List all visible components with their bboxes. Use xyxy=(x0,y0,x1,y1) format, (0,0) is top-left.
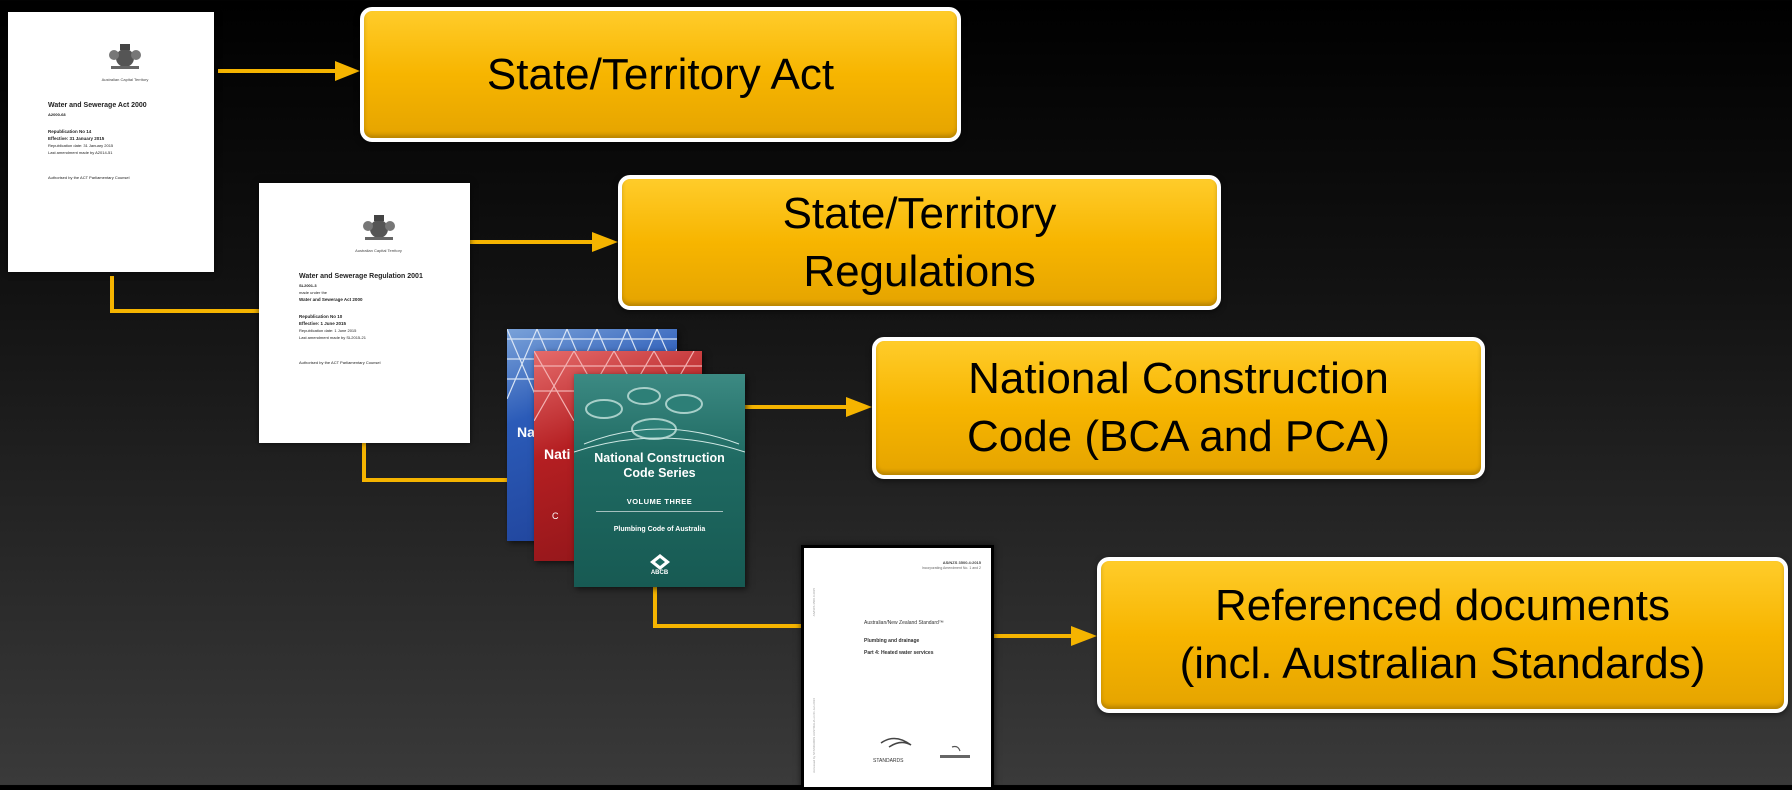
parent-act: Water and Sewerage Act 2000 xyxy=(299,297,363,302)
ncc-volume-three-cover: National Construction Code Series VOLUME… xyxy=(574,374,745,587)
standards-australia-logo-icon: STANDARDS xyxy=(873,737,912,764)
arrowhead-regulations xyxy=(592,232,618,252)
document-code: SL2001-3 xyxy=(299,283,317,288)
last-amendment: Last amendment made by SL2015-21 xyxy=(299,335,366,340)
document-code: A2000-68 xyxy=(48,112,66,117)
republication-date: Republication date: 1 June 2015 xyxy=(299,328,357,333)
crest-label: Australian Capital Territory xyxy=(355,248,402,253)
standard-document-thumbnail: AS/NZS 3500.4:2015 Accessed by STANDARDS… xyxy=(801,545,994,790)
state-territory-act-box: State/Territory Act xyxy=(360,7,961,142)
publisher-label: ABCB xyxy=(650,570,669,576)
coat-of-arms-icon xyxy=(299,213,458,246)
box-label: State/Territory Act xyxy=(486,49,835,99)
cover-divider xyxy=(596,511,723,512)
pipes-graphic xyxy=(574,387,745,453)
state-territory-regulations-box: State/Territory Regulations xyxy=(618,175,1221,310)
coat-of-arms-icon xyxy=(48,42,202,75)
side-text-access: Accessed by STANDARDS AUSTRALIA on 01 Ja… xyxy=(812,698,816,773)
standard-heading: Australian/New Zealand Standard™ xyxy=(864,620,944,626)
last-amendment: Last amendment made by A2014-51 xyxy=(48,150,113,155)
effective-date: Effective: 31 January 2015 xyxy=(48,136,105,141)
connector-ncc-to-standard xyxy=(653,587,801,628)
box-label-line1: State/Territory xyxy=(782,188,1057,238)
made-under: made under the xyxy=(299,290,328,295)
side-text: AS/NZS 3500.4:2015 xyxy=(812,588,816,617)
effective-date: Effective: 1 June 2015 xyxy=(299,321,347,326)
arrowhead-referenced xyxy=(1071,626,1097,646)
regulation-document-thumbnail: Australian Capital Territory Water and S… xyxy=(259,183,470,443)
connector-reg-to-ncc xyxy=(362,443,508,482)
authorised-by: Authorised by the ACT Parliamentary Coun… xyxy=(299,360,381,365)
cover-subtitle-partial: C xyxy=(552,511,559,521)
act-document-thumbnail: Australian Capital Territory Water and S… xyxy=(8,12,214,272)
standard-part: Part 4: Heated water services xyxy=(864,650,934,656)
box-label-line1: Referenced documents xyxy=(1215,581,1670,630)
republication-number: Republication No 10 xyxy=(299,314,343,319)
standards-nz-logo-icon xyxy=(940,745,970,758)
standard-subject: Plumbing and drainage xyxy=(864,638,920,644)
cover-title: National Construction Code Series xyxy=(594,451,725,480)
box-label-line1: National Construction xyxy=(968,354,1389,403)
republication-number: Republication No 14 xyxy=(48,129,92,134)
cover-subtitle: Plumbing Code of Australia xyxy=(613,526,706,533)
authorised-by: Authorised by the ACT Parliamentary Coun… xyxy=(48,175,130,180)
national-construction-code-box: National Construction Code (BCA and PCA) xyxy=(872,337,1485,479)
republication-date: Republication date: 31 January 2015 xyxy=(48,143,114,148)
document-title: Water and Sewerage Act 2000 xyxy=(48,102,147,109)
cover-title-partial: Nati xyxy=(544,446,571,462)
standard-amendment: Incorporating Amendment No. 1 and 2 xyxy=(921,566,981,570)
box-label-line2: Code (BCA and PCA) xyxy=(966,412,1391,461)
standard-code: AS/NZS 3500.4:2015 xyxy=(942,560,981,565)
arrowhead-act xyxy=(335,61,360,81)
connector-act-to-regulation xyxy=(110,276,259,313)
abcb-logo-icon xyxy=(650,554,670,570)
volume-label: VOLUME THREE xyxy=(626,497,693,506)
document-title: Water and Sewerage Regulation 2001 xyxy=(299,273,423,280)
svg-text:STANDARDS: STANDARDS xyxy=(873,758,904,764)
box-label-line2: Regulations xyxy=(803,246,1036,296)
arrowhead-ncc xyxy=(846,397,872,417)
crest-label: Australian Capital Territory xyxy=(101,77,149,82)
referenced-documents-box: Referenced documents (incl. Australian S… xyxy=(1097,557,1788,713)
box-label-line2: (incl. Australian Standards) xyxy=(1179,639,1706,688)
